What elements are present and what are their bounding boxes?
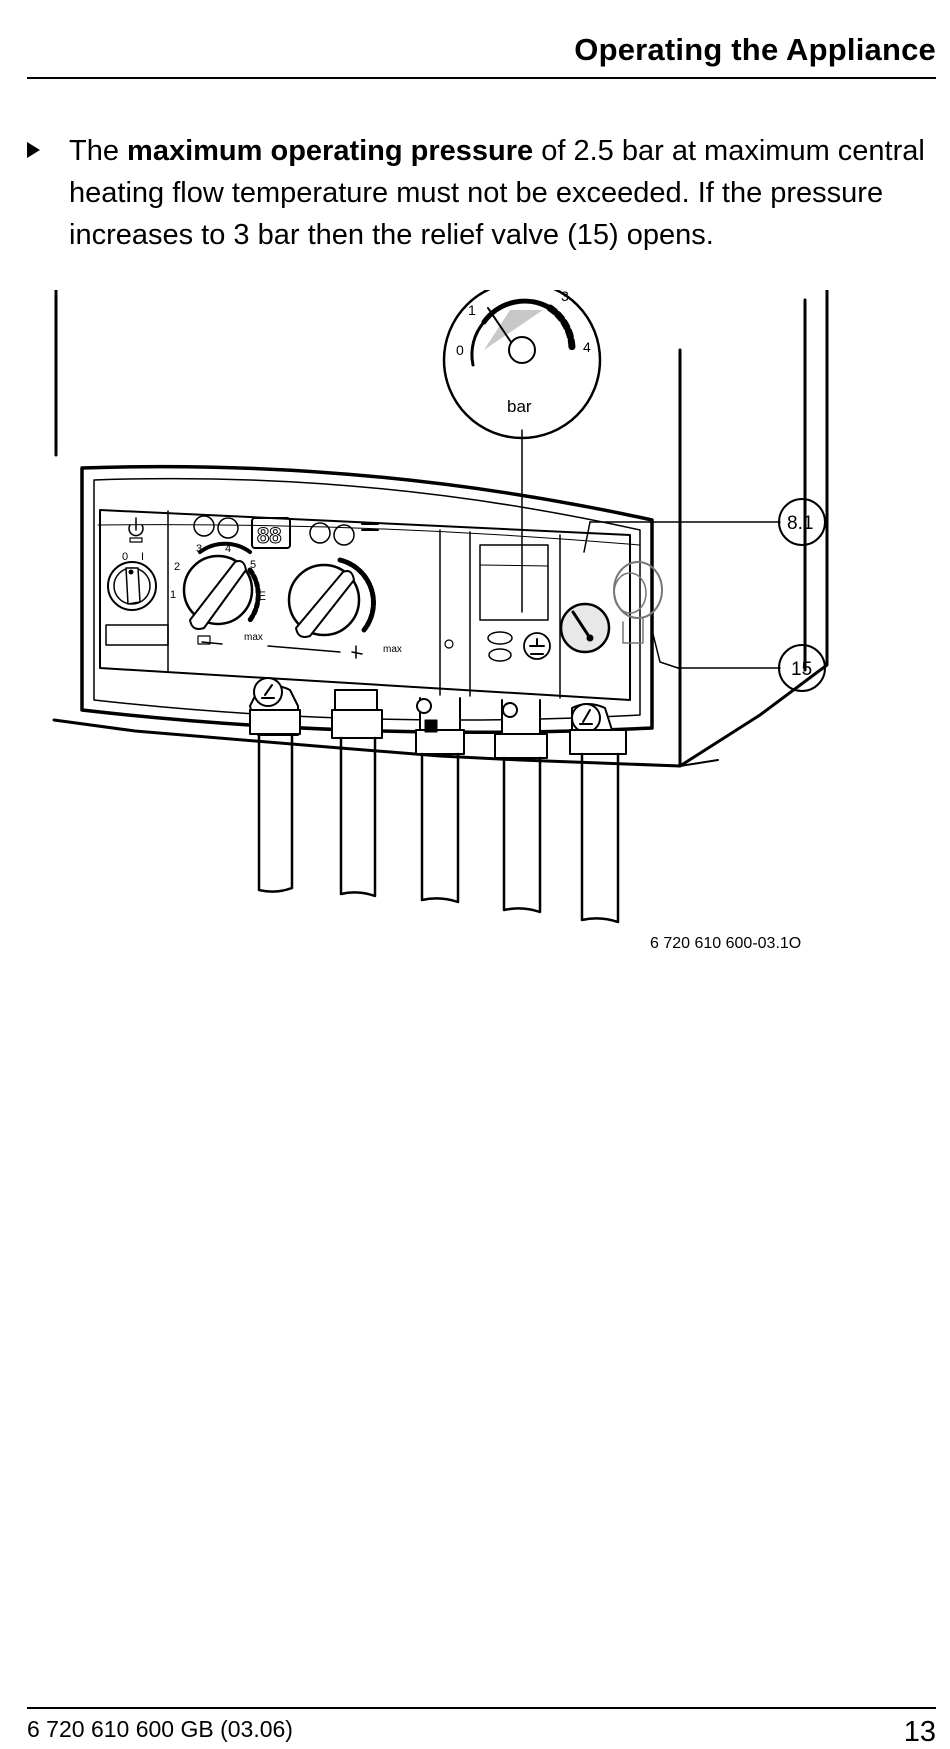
digital-display: 88 [257,523,281,548]
dial-label-e: E [258,589,266,603]
figure-id: 6 720 610 600-03.1O [650,935,801,952]
dial-label-5: 5 [250,559,256,571]
pipes [249,677,627,924]
boiler-drawing: 0 I 88 1 2 3 4 5 [52,290,829,952]
gauge-tick-4: 4 [583,339,591,355]
dial-label-max-left: max [244,632,263,643]
service-controls [444,544,551,662]
bullet-triangle-icon [27,142,40,158]
dial-label-4: 4 [225,543,231,555]
switch-label-on: I [141,551,144,563]
footer-divider [27,1707,936,1709]
control-panel [80,464,654,735]
callouts: 8.1 15 [583,498,826,692]
document-reference: 6 720 610 600 GB (03.06) [27,1716,293,1742]
instruction-text: The maximum operating pressure of 2.5 ba… [69,130,929,256]
page-header-title: Operating the Appliance [574,32,936,67]
boiler-illustration: 0 I 88 1 2 3 4 5 [40,290,920,1060]
relief-valve [613,561,679,669]
instruction-text-lead: The [69,135,128,167]
header-divider [27,77,936,79]
enlarged-pressure-gauge: 0 1 2 3 4 bar [442,290,602,613]
instruction-text-rest: of 2.5 bar at maximum central heating fl… [69,135,925,251]
gauge-tick-0: 0 [456,342,464,358]
page-number: 13 [903,1716,936,1748]
gauge-tick-1: 1 [468,302,476,318]
temperature-controls: 88 1 2 3 4 5 E max max [170,515,402,659]
callout-8-1: 8.1 [787,513,813,534]
dial-label-1: 1 [170,589,176,601]
dial-label-3: 3 [196,543,202,555]
callout-15: 15 [791,659,812,680]
switch-label-off: 0 [122,551,128,563]
instruction-text-bold: maximum operating pressure [127,135,534,167]
dial-label-2: 2 [174,561,180,573]
gauge-unit-label: bar [507,397,532,416]
gauge-tick-3: 3 [561,290,569,304]
dial-label-max-right: max [383,644,402,655]
power-switch: 0 I [105,517,169,646]
panel-pressure-gauge [559,602,611,654]
